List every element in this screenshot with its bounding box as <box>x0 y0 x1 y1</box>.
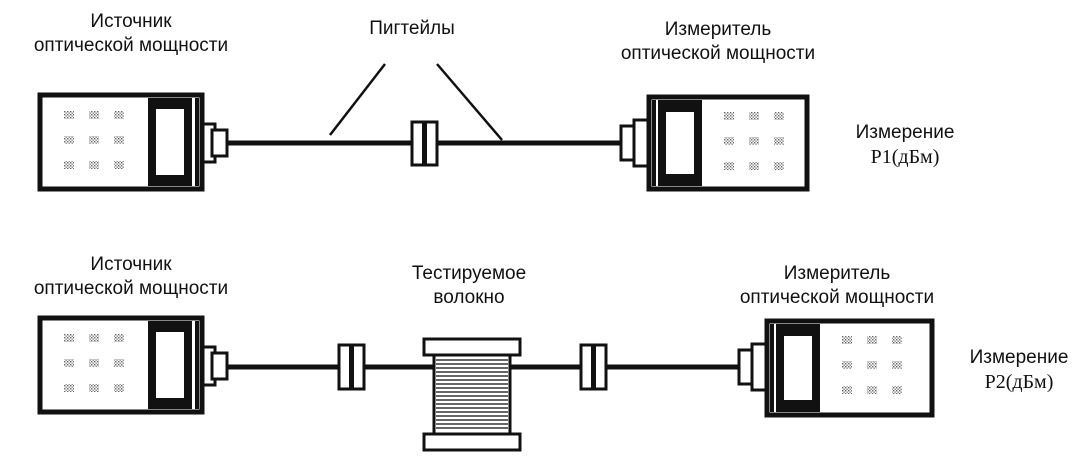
measurement-p2-label: Измерение P2(дБм) <box>970 346 1069 394</box>
top-meter-label-line-2: оптической мощности <box>620 43 816 64</box>
top-source-label-line-2: оптической мощности <box>33 35 229 56</box>
bottom-meter-label: Измеритель оптической мощности <box>740 262 934 310</box>
measurement-p1-label: Измерение P1(дБм) <box>856 121 955 169</box>
top-mating-sleeve <box>410 120 439 167</box>
bottom-meter-device <box>737 318 935 418</box>
measurement-p1-value: P1(дБм) <box>870 146 940 168</box>
pigtail-leader-left <box>329 63 386 136</box>
bottom-meter-label-line-2: оптической мощности <box>739 287 935 308</box>
measurement-p2-value: P2(дБм) <box>984 371 1054 393</box>
top-source-label-line-1: Источник <box>90 11 172 32</box>
fiber-spool <box>422 337 522 452</box>
measurement-p2-label-line-1: Измерение <box>969 347 1069 368</box>
pigtails-label: Пигтейлы <box>369 18 455 39</box>
top-meter-label-line-1: Измеритель <box>664 19 772 40</box>
fiber-under-test-label: Тестируемое волокно <box>412 262 526 310</box>
bottom-source-label-line-1: Источник <box>90 254 172 275</box>
fiber-under-test-label-line-1: Тестируемое <box>411 263 527 284</box>
measurement-p1-label-line-1: Измерение <box>855 122 955 143</box>
bottom-source-label: Источник оптической мощности <box>34 253 228 301</box>
top-meter-device <box>619 94 810 192</box>
bottom-source-label-line-2: оптической мощности <box>33 278 229 299</box>
top-meter-label: Измеритель оптической мощности <box>621 18 815 66</box>
pigtail-leader-right <box>436 63 503 141</box>
top-source-label: Источник оптической мощности <box>34 10 228 58</box>
bottom-mating-sleeve-left <box>337 343 366 391</box>
top-source-device <box>37 92 229 192</box>
bottom-source-device <box>37 315 229 415</box>
bottom-mating-sleeve-right <box>579 343 608 391</box>
bottom-meter-label-line-1: Измеритель <box>783 263 891 284</box>
fiber-under-test-label-line-2: волокно <box>433 287 505 308</box>
